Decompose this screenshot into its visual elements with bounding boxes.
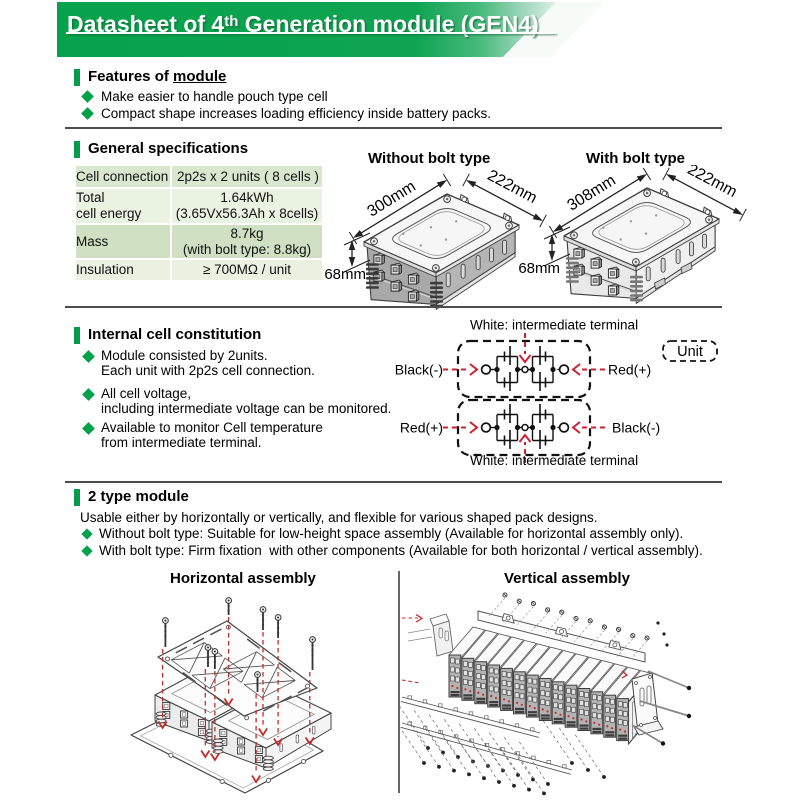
svg-text:Red(+): Red(+) — [608, 362, 651, 378]
svg-text:222mm: 222mm — [685, 165, 740, 201]
svg-text:White: intermediate terminal: White: intermediate terminal — [470, 318, 638, 333]
svg-text:Red(+): Red(+) — [400, 420, 443, 436]
svg-text:Black(-): Black(-) — [612, 420, 660, 436]
svg-text:68mm: 68mm — [518, 260, 560, 277]
svg-text:White: intermediate terminal: White: intermediate terminal — [470, 453, 638, 468]
svg-text:Unit: Unit — [677, 344, 703, 360]
svg-text:68mm: 68mm — [324, 266, 366, 283]
svg-text:222mm: 222mm — [485, 167, 540, 207]
svg-text:Black(-): Black(-) — [395, 362, 443, 378]
